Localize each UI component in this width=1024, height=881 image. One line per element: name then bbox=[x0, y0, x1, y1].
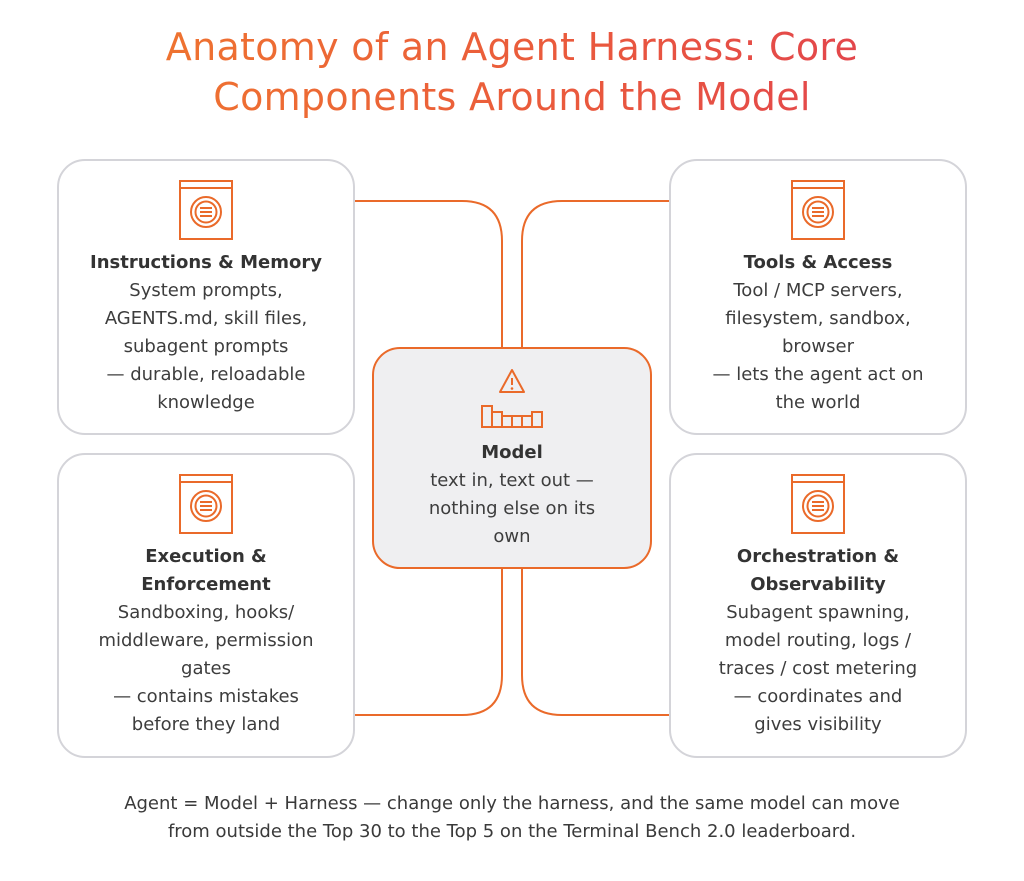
card-text-line: System prompts, bbox=[129, 280, 283, 301]
footer-line-1: Agent = Model + Harness — change only th… bbox=[124, 793, 900, 814]
card-heading: Orchestration & Observability bbox=[685, 543, 951, 599]
card-text-line: filesystem, sandbox, bbox=[725, 308, 911, 329]
connector-top-right bbox=[521, 200, 669, 347]
model-text-line: nothing else on its bbox=[428, 498, 596, 519]
footer-caption: Agent = Model + Harness — change only th… bbox=[20, 790, 1004, 846]
card-text-line: model routing, logs / bbox=[724, 630, 912, 651]
card-text-line: — coordinates and bbox=[733, 686, 903, 707]
card-text-line: the world bbox=[775, 392, 861, 413]
document-badge-icon bbox=[791, 180, 845, 240]
model-heading: Model bbox=[481, 442, 543, 463]
card-text-line: Subagent spawning, bbox=[726, 602, 910, 623]
connector-bottom-right bbox=[521, 569, 669, 716]
card-heading: Instructions & Memory bbox=[90, 252, 322, 273]
card-heading: Execution & Enforcement bbox=[73, 543, 339, 599]
document-badge-icon bbox=[791, 474, 845, 534]
model-text-line: text in, text out — bbox=[430, 470, 594, 491]
card-text-line: — contains mistakes bbox=[113, 686, 299, 707]
card-text-line: Sandboxing, hooks/ bbox=[117, 602, 295, 623]
card-heading-line: Execution & bbox=[145, 546, 267, 567]
card-execution-enforcement: Execution & Enforcement Sandboxing, hook… bbox=[57, 453, 355, 758]
card-heading-line: Orchestration & bbox=[736, 546, 900, 567]
card-heading-line: Observability bbox=[750, 574, 886, 595]
card-instructions-memory: Instructions & Memory System prompts, AG… bbox=[57, 159, 355, 435]
card-heading-line: Enforcement bbox=[141, 574, 271, 595]
card-text-line: — durable, reloadable bbox=[106, 364, 306, 385]
card-text-line: gives visibility bbox=[754, 714, 882, 735]
model-text-line: own bbox=[493, 526, 531, 547]
card-text-line: gates bbox=[181, 658, 231, 679]
connector-bottom-left bbox=[355, 569, 503, 716]
card-model: Model text in, text out — nothing else o… bbox=[372, 347, 652, 569]
card-text-line: — lets the agent act on bbox=[712, 364, 924, 385]
card-heading: Tools & Access bbox=[743, 252, 893, 273]
connector-top-left bbox=[355, 200, 503, 347]
card-text-line: AGENTS.md, skill files, bbox=[104, 308, 308, 329]
card-text-line: before they land bbox=[131, 714, 281, 735]
card-text-line: subagent prompts bbox=[123, 336, 289, 357]
card-text-line: traces / cost metering bbox=[718, 658, 918, 679]
document-badge-icon bbox=[179, 474, 233, 534]
card-text-line: knowledge bbox=[157, 392, 255, 413]
card-orchestration-observability: Orchestration & Observability Subagent s… bbox=[669, 453, 967, 758]
card-text-line: browser bbox=[781, 336, 855, 357]
card-text-line: Tool / MCP servers, bbox=[733, 280, 903, 301]
footer-line-2: from outside the Top 30 to the Top 5 on … bbox=[167, 821, 857, 842]
card-text-line: middleware, permission bbox=[98, 630, 314, 651]
document-badge-icon bbox=[179, 180, 233, 240]
bar-chart-icon bbox=[481, 405, 543, 428]
warning-icon bbox=[499, 369, 525, 393]
card-tools-access: Tools & Access Tool / MCP servers, files… bbox=[669, 159, 967, 435]
